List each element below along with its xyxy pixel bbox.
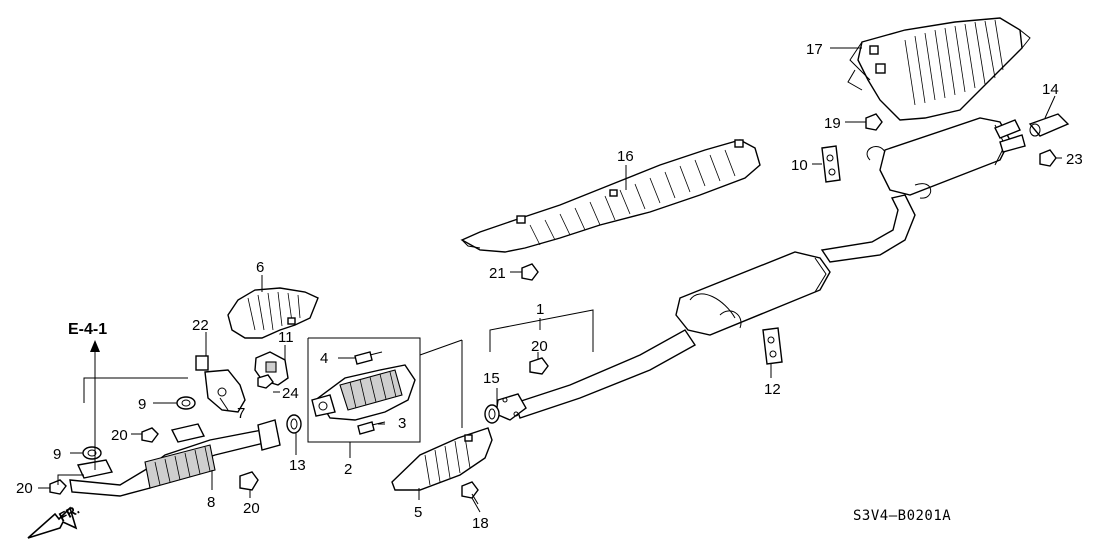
bracket-7 bbox=[204, 369, 246, 413]
callout-1: 1 bbox=[536, 301, 544, 318]
callout-16: 16 bbox=[617, 148, 634, 165]
callout-7: 7 bbox=[237, 405, 245, 422]
lower-heat-shield bbox=[391, 427, 493, 491]
callout-3: 3 bbox=[398, 415, 406, 432]
callout-23: 23 bbox=[1066, 151, 1083, 168]
center-heat-shield bbox=[460, 139, 761, 253]
hardware bbox=[49, 113, 1070, 505]
callout-18: 18 bbox=[472, 515, 489, 532]
callout-5: 5 bbox=[414, 504, 422, 521]
front-exhaust-pipe bbox=[69, 419, 281, 497]
callout-24: 24 bbox=[282, 385, 299, 402]
front-direction-arrow: FR. bbox=[27, 502, 82, 539]
callout-9-b: 9 bbox=[53, 446, 61, 463]
callout-17: 17 bbox=[806, 41, 823, 58]
callout-9-a: 9 bbox=[138, 396, 146, 413]
catalytic-converter bbox=[311, 364, 416, 421]
section-reference: E-4-1 bbox=[68, 321, 107, 338]
callout-20-b: 20 bbox=[16, 480, 33, 497]
callout-6: 6 bbox=[256, 259, 264, 276]
exhaust-pipe-muffler bbox=[495, 117, 1026, 421]
callout-21: 21 bbox=[489, 265, 506, 282]
callout-8: 8 bbox=[207, 494, 215, 511]
leader-lines bbox=[38, 47, 1062, 513]
diagram-code: S3V4–B0201A bbox=[853, 508, 951, 524]
callout-11: 11 bbox=[278, 329, 294, 346]
callout-15: 15 bbox=[483, 370, 500, 387]
callout-19: 19 bbox=[824, 115, 841, 132]
callout-10: 10 bbox=[791, 157, 808, 174]
callout-20-a: 20 bbox=[111, 427, 128, 444]
upper-heat-shield bbox=[227, 287, 319, 339]
callout-20-c: 20 bbox=[243, 500, 260, 517]
callout-12: 12 bbox=[764, 381, 781, 398]
callout-2: 2 bbox=[344, 461, 352, 478]
callout-14: 14 bbox=[1042, 81, 1059, 98]
callout-13: 13 bbox=[289, 457, 306, 474]
callout-20-d: 20 bbox=[531, 338, 548, 355]
rear-heat-shield bbox=[847, 17, 1031, 121]
callout-4: 4 bbox=[320, 350, 328, 367]
callout-22: 22 bbox=[192, 317, 209, 334]
